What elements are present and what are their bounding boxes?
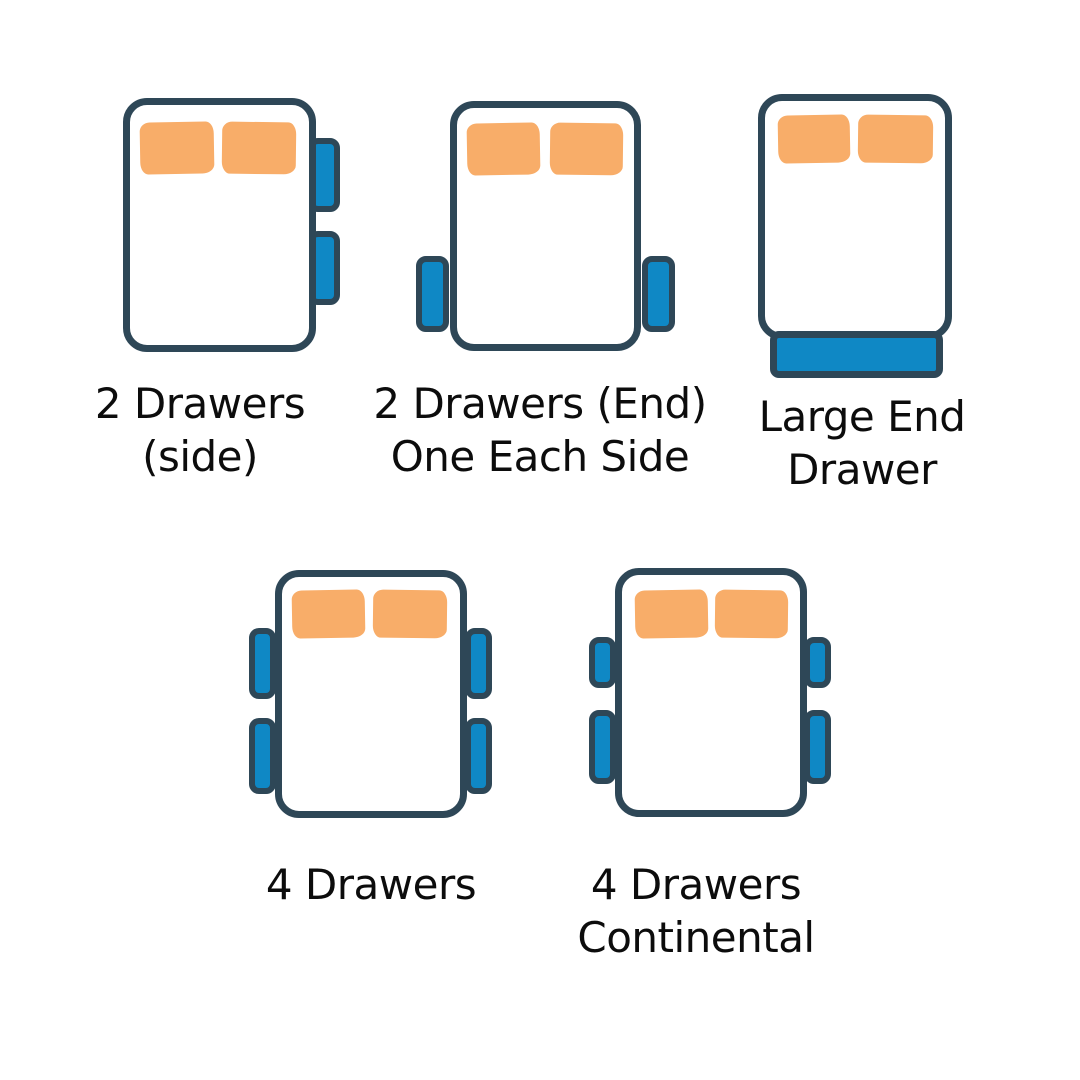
pillow-left (139, 121, 215, 175)
figure-label: 4 Drawers Continental (526, 858, 866, 964)
figure-label-line: 2 Drawers (End) (373, 379, 707, 428)
figure-label: 4 Drawers (201, 858, 541, 911)
drawer-right-lower (804, 710, 831, 784)
pillow-right (549, 122, 624, 176)
figure-label: Large End Drawer (692, 390, 1032, 496)
figure-label-line: Drawer (787, 445, 937, 494)
pillow-right (857, 114, 934, 164)
drawer-left-upper-short (589, 637, 616, 688)
pillow-right (221, 121, 297, 175)
pillow-right (372, 589, 448, 639)
drawer-right-upper (465, 628, 492, 699)
figure-label: 2 Drawers (side) (30, 377, 370, 483)
drawer-left-lower (249, 718, 276, 794)
pillow-left (466, 122, 541, 176)
figure-label-line: One Each Side (390, 432, 690, 481)
figure-label-line: (side) (142, 432, 258, 481)
drawer-left-lower (589, 710, 616, 784)
drawer-foot-end-large (770, 331, 943, 378)
figure-label-line: Continental (577, 913, 815, 962)
pillow-left (777, 114, 851, 164)
drawer-right-upper-short (804, 637, 831, 688)
pillow-right (714, 589, 789, 639)
figure-label-line: 4 Drawers (265, 860, 477, 909)
pillow-left (291, 589, 366, 639)
figure-label-line: Large End (758, 392, 966, 441)
drawer-left-end (416, 256, 449, 332)
figure-label-line: 2 Drawers (94, 379, 306, 428)
drawer-right-end (642, 256, 675, 332)
figure-label-line: 4 Drawers (590, 860, 802, 909)
drawer-right-lower (465, 718, 492, 794)
pillow-left (634, 589, 709, 639)
drawer-left-upper (249, 628, 276, 699)
figure-label: 2 Drawers (End) One Each Side (370, 377, 710, 483)
